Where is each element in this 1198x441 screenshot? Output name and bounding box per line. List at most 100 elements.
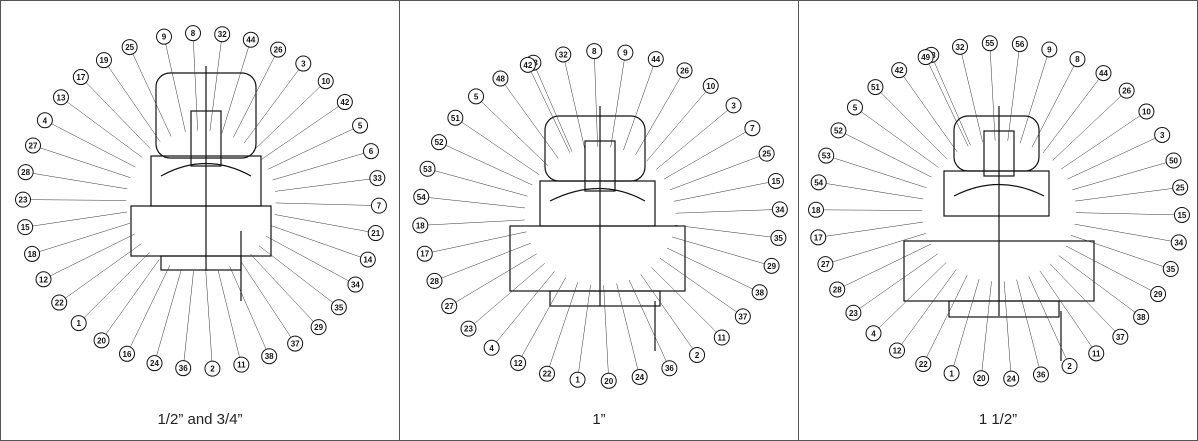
leader-line <box>959 46 983 143</box>
callout-number: 24 <box>150 359 159 368</box>
part-callout: 25 <box>669 145 775 191</box>
part-callout: 18 <box>412 217 525 234</box>
part-callout: 11 <box>650 266 730 346</box>
callout-circle <box>441 298 458 315</box>
callout-circle <box>810 229 827 246</box>
callout-number: 53 <box>822 152 831 161</box>
leader-line <box>420 219 525 226</box>
callout-number: 38 <box>1137 313 1146 322</box>
leader-line <box>434 243 531 282</box>
leader-line <box>272 150 372 181</box>
callout-circle <box>810 174 827 191</box>
part-callout: 26 <box>233 41 287 138</box>
leader-line <box>593 51 598 147</box>
callout-circle <box>981 35 998 52</box>
callout-circle <box>763 257 780 274</box>
leader-line <box>659 257 743 317</box>
leader-line <box>427 168 528 197</box>
leader-line <box>243 63 304 144</box>
leader-line <box>818 182 924 200</box>
leader-line <box>163 36 186 133</box>
callout-circle <box>555 46 572 63</box>
callout-circle <box>770 229 787 246</box>
part-callout: 32 <box>209 26 231 131</box>
part-callout: 38 <box>229 266 278 365</box>
leader-line <box>1028 276 1070 367</box>
leader-line <box>229 266 270 357</box>
leader-line <box>1031 59 1078 148</box>
leader-line <box>1072 160 1174 191</box>
leader-line <box>250 253 319 328</box>
callout-circle <box>1170 234 1187 251</box>
callout-number: 21 <box>371 229 380 238</box>
callout-circle <box>1133 308 1150 325</box>
leader-line <box>646 85 711 162</box>
leader-line <box>449 253 537 307</box>
leader-line <box>1058 255 1142 318</box>
part-callout: 56 <box>1007 36 1028 141</box>
callout-number: 51 <box>871 83 880 92</box>
callout-circle <box>359 251 376 268</box>
callout-circle <box>146 355 163 372</box>
callout-number: 23 <box>849 309 858 318</box>
callout-number: 52 <box>834 126 843 135</box>
callout-ring: 3332894426103725153435293837112362420122… <box>412 43 788 389</box>
part-callout: 48 <box>492 70 559 159</box>
callout-circle <box>185 25 202 42</box>
callout-circle <box>1032 366 1049 383</box>
part-callout: 8 <box>185 25 202 131</box>
callout-circle <box>242 31 259 48</box>
part-callout: 51 <box>447 109 540 175</box>
callout-circle <box>1165 152 1182 169</box>
valve-cross-section-drawing: 3332894426103725153435293837112362420122… <box>412 43 788 389</box>
part-callout: 29 <box>1065 245 1167 303</box>
leader-line <box>989 43 996 141</box>
callout-number: 4 <box>489 344 494 353</box>
part-callout: 5 <box>468 88 549 166</box>
callout-number: 26 <box>274 46 283 55</box>
part-callout: 21 <box>274 214 384 242</box>
leader-line <box>923 275 968 365</box>
leader-line <box>635 70 685 155</box>
part-callout: 12 <box>510 277 566 371</box>
leader-line <box>655 105 734 170</box>
part-callout: 9 <box>610 44 634 148</box>
leader-line <box>563 54 585 149</box>
leader-line <box>421 196 525 209</box>
callout-ring: 3332555698442610350251534352938371123624… <box>808 35 1190 387</box>
leader-line <box>1075 187 1181 202</box>
callout-number: 4 <box>871 329 876 338</box>
callout-number: 50 <box>1169 157 1178 166</box>
part-callout: 34 <box>1074 223 1187 251</box>
part-callout: 17 <box>72 69 151 150</box>
callout-circle <box>817 256 834 273</box>
callout-number: 24 <box>1007 375 1016 384</box>
part-callout: 7 <box>663 120 761 180</box>
callout-number: 4 <box>43 116 48 125</box>
callout-circle <box>51 294 68 311</box>
part-callout: 50 <box>1072 152 1182 191</box>
callout-circle <box>17 164 34 181</box>
part-callout: 12 <box>35 233 135 288</box>
callout-number: 9 <box>162 33 167 42</box>
callout-number: 20 <box>604 377 613 386</box>
callout-number: 56 <box>1015 40 1024 49</box>
callout-circle <box>647 51 664 68</box>
part-callout: 17 <box>416 231 527 262</box>
callout-number: 20 <box>97 336 106 345</box>
part-callout: 36 <box>628 279 678 377</box>
part-callout: 13 <box>52 89 143 158</box>
callout-circle <box>725 97 742 114</box>
callout-number: 54 <box>814 178 823 187</box>
callout-circle <box>891 62 908 79</box>
leader-line <box>265 235 356 285</box>
callout-number: 53 <box>423 165 432 174</box>
callout-circle <box>261 348 278 365</box>
leader-line <box>517 277 566 364</box>
callout-number: 14 <box>363 256 372 265</box>
callout-number: 34 <box>351 281 360 290</box>
leader-line <box>951 279 980 374</box>
callout-circle <box>156 28 173 45</box>
